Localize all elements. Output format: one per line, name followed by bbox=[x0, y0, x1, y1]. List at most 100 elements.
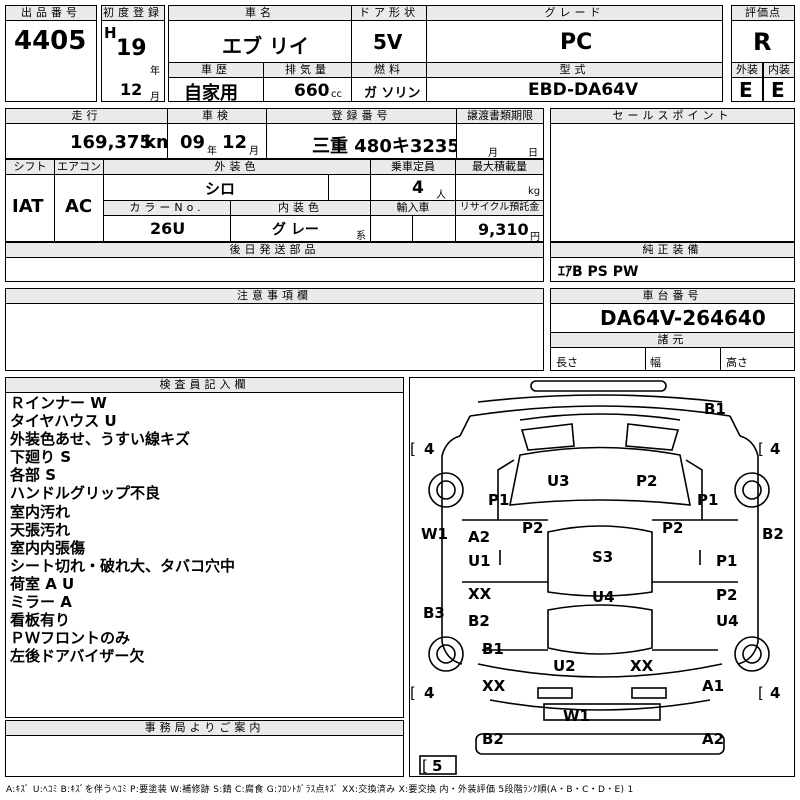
recycle-fee: 9,310 bbox=[478, 220, 529, 239]
remark-line: 室内内張傷 bbox=[10, 538, 86, 557]
dims-divider-1 bbox=[645, 347, 646, 371]
transfer-day-unit: 日 bbox=[528, 148, 538, 159]
damage-mark: B1 bbox=[704, 400, 726, 418]
remark-line: Ｒインナー W bbox=[10, 394, 107, 412]
remark-line: シート切れ・破れ大、タバコ穴中 bbox=[10, 556, 236, 575]
damage-mark: U1 bbox=[468, 552, 491, 570]
remark-line: ＰＷフロントのみ bbox=[10, 629, 131, 648]
inspection-year-unit: 年 bbox=[207, 146, 217, 157]
damage-mark: A2 bbox=[702, 730, 725, 748]
displacement: 660 bbox=[294, 81, 330, 101]
damage-mark: U4 bbox=[592, 588, 615, 606]
legend-footer: A:ｷｽﾞ U:ﾍｺﾐ B:ｷｽﾞを伴うﾍｺﾐ P:要塗装 W:補修跡 S:錆 … bbox=[6, 785, 634, 795]
lot-number: 4405 bbox=[14, 26, 87, 56]
recycle-cell bbox=[455, 215, 544, 242]
damage-mark: B2 bbox=[468, 612, 490, 630]
mileage-header: 走行 bbox=[5, 108, 168, 124]
sales-point-cell bbox=[550, 123, 795, 242]
car-name: エブ リイ bbox=[222, 34, 309, 58]
bracket: [ bbox=[410, 684, 416, 702]
reg-month: 12 bbox=[120, 80, 143, 99]
recycle-unit: 円 bbox=[530, 232, 540, 243]
remark-line: 左後ドアバイザー欠 bbox=[10, 647, 145, 666]
lot-no-header: 出品番号 bbox=[5, 5, 97, 21]
damage-mark: B1 bbox=[482, 640, 504, 658]
bracket: [ bbox=[758, 440, 764, 458]
first-reg-header: 初度登録 bbox=[101, 5, 165, 21]
width-label: 幅 bbox=[650, 356, 661, 369]
damage-mark: B3 bbox=[423, 604, 445, 622]
int-score-header: 内装 bbox=[763, 62, 795, 78]
inspection-header: 車検 bbox=[167, 108, 267, 124]
remark-line: 天張汚れ bbox=[10, 520, 71, 539]
bracket: [ bbox=[422, 757, 428, 775]
recycle-header: リサイクル預託金 bbox=[455, 200, 544, 216]
damage-mark: P1 bbox=[716, 552, 738, 570]
later-parts-cell bbox=[5, 257, 544, 282]
import-cell-divider bbox=[412, 215, 413, 242]
color-no-header: カラーNo. bbox=[103, 200, 231, 216]
dims-header: 諸元 bbox=[550, 332, 795, 348]
ac-header: エアコン bbox=[54, 159, 104, 175]
displacement-cell bbox=[263, 77, 352, 102]
exterior-color: シロ bbox=[205, 180, 236, 198]
model-cell bbox=[426, 77, 723, 102]
car-diagram bbox=[419, 380, 770, 775]
damage-mark: U3 bbox=[547, 472, 570, 490]
tire-mark: 4 bbox=[770, 440, 781, 458]
model-header: 型式 bbox=[426, 62, 723, 78]
fuel-header: 燃料 bbox=[351, 62, 427, 78]
transfer-header: 譲渡書類期限 bbox=[456, 108, 544, 124]
inspection-cell bbox=[167, 123, 267, 159]
displacement-header: 排気量 bbox=[263, 62, 352, 78]
damage-mark: P1 bbox=[697, 491, 719, 509]
interior-color-suffix: 系 bbox=[356, 231, 366, 242]
import-cell bbox=[370, 215, 456, 242]
load-header: 最大積載量 bbox=[455, 159, 544, 175]
inspector-header: 検査員記入欄 bbox=[5, 377, 404, 393]
color-header: 外装色 bbox=[103, 159, 371, 175]
interior-color-cell bbox=[230, 215, 371, 242]
later-parts-header: 後日発送部品 bbox=[5, 242, 544, 258]
notes-header: 注意事項欄 bbox=[5, 288, 544, 304]
dims-divider-2 bbox=[720, 347, 721, 371]
load-cell bbox=[455, 174, 544, 201]
damage-mark: U2 bbox=[553, 657, 576, 675]
lot-no-cell bbox=[5, 20, 97, 102]
capacity-header: 乗車定員 bbox=[370, 159, 456, 175]
transfer-cell bbox=[456, 123, 544, 159]
car-name-header: 車名 bbox=[168, 5, 352, 21]
mileage: 169,375 bbox=[70, 132, 152, 153]
ext-score-header: 外装 bbox=[731, 62, 763, 78]
damage-mark: P1 bbox=[488, 491, 510, 509]
reg-year: 19 bbox=[116, 36, 147, 61]
history-header: 車歴 bbox=[168, 62, 264, 78]
ac-cell bbox=[54, 174, 104, 242]
ext-score: E bbox=[739, 78, 753, 102]
remark-line: 看板有り bbox=[10, 611, 71, 630]
model: EBD-DA64V bbox=[528, 80, 639, 100]
capacity: 4 bbox=[412, 178, 424, 198]
remark-line: 荷室 A U bbox=[10, 574, 75, 593]
ac: AC bbox=[65, 196, 93, 217]
grade: PC bbox=[560, 30, 593, 55]
damage-mark: W1 bbox=[421, 525, 448, 543]
era: H bbox=[104, 24, 117, 42]
remark-line: 下廻り S bbox=[10, 448, 72, 467]
int-score: E bbox=[771, 78, 785, 102]
inspector-remarks: Ｒインナー W タイヤハウス U 外装色あせ、うすい線キズ 下廻り S 各部 S… bbox=[5, 392, 404, 718]
remark-line: タイヤハウス U bbox=[10, 412, 117, 431]
damage-mark: S3 bbox=[592, 548, 614, 566]
spare-tire-mark: 5 bbox=[432, 757, 443, 775]
inspection-year: 09 bbox=[180, 132, 206, 153]
office-cell bbox=[5, 735, 404, 777]
chassis-number: DA64V-264640 bbox=[600, 306, 766, 330]
shift: IAT bbox=[12, 196, 44, 217]
reg-month-unit: 月 bbox=[150, 92, 160, 103]
inspection-month-unit: 月 bbox=[249, 146, 259, 157]
damage-mark: U4 bbox=[716, 612, 739, 630]
tire-mark: 4 bbox=[770, 684, 781, 702]
sales-point-header: セールスポイント bbox=[550, 108, 795, 124]
fuel: ガ ソリン bbox=[364, 86, 421, 101]
capacity-unit: 人 bbox=[436, 190, 446, 201]
